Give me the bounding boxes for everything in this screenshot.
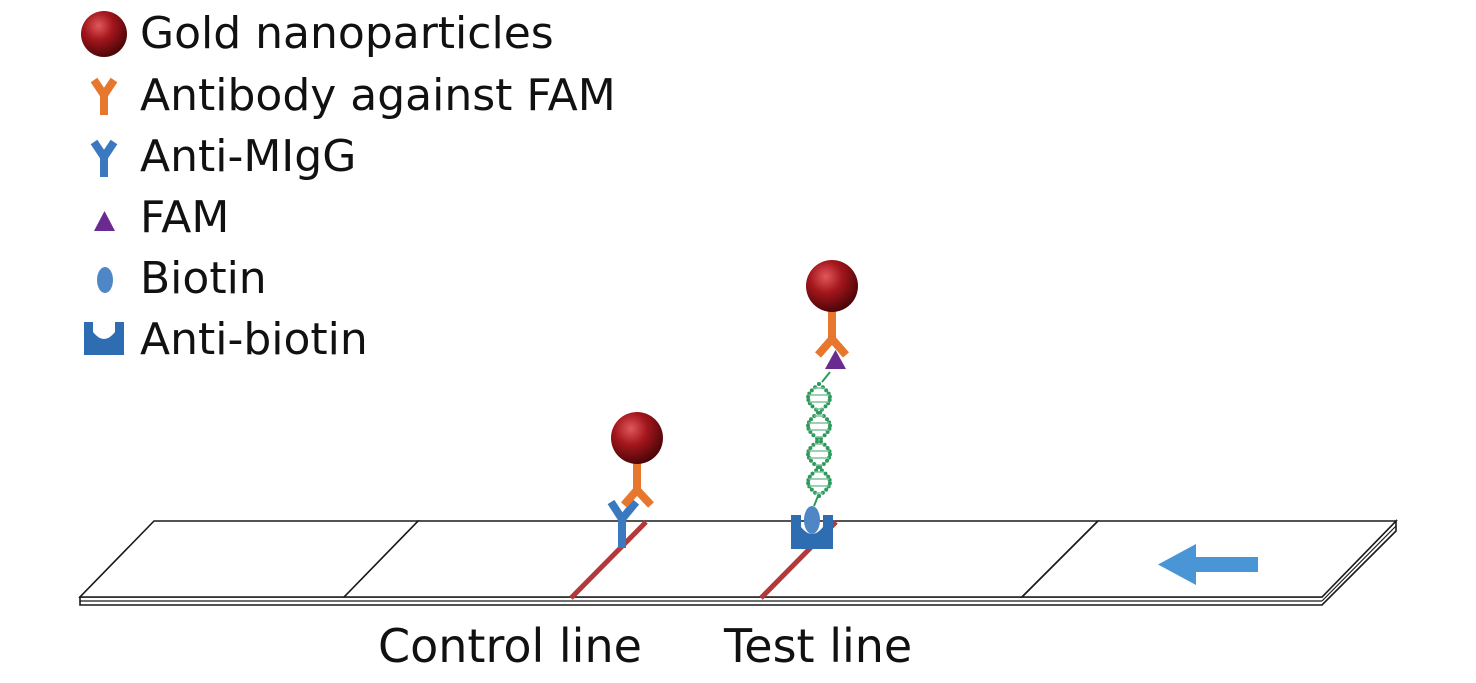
legend-label-biotin: Biotin: [140, 253, 267, 304]
legend-label-gold: Gold nanoparticles: [140, 8, 554, 59]
anti-biotin-bound-icon: [791, 515, 833, 549]
legend-label-anti-biotin: Anti-biotin: [140, 314, 368, 365]
antibody-fam-test-icon: [814, 306, 850, 358]
anti-biotin-icon: [84, 322, 124, 355]
anti-migg-icon: [90, 139, 118, 177]
control-line-label: Control line: [378, 619, 642, 673]
dna-amplicon-icon: [806, 382, 832, 498]
flow-direction-arrow-icon: [1158, 544, 1258, 585]
anti-migg-antibody-icon: [607, 499, 640, 548]
legend: Gold nanoparticles Antibody against FAM …: [81, 8, 616, 365]
nitrocellulose-membrane: [342, 520, 1100, 598]
biotin-bound-icon: [804, 506, 820, 534]
legend-label-fam: FAM: [140, 192, 229, 243]
control-line-stripe: [569, 520, 648, 600]
antibody-fam-icon: [90, 77, 118, 115]
control-line-complex: [607, 412, 663, 548]
antibody-fam-bound-icon: [620, 458, 654, 508]
legend-label-anti-migg: Anti-MIgG: [140, 131, 356, 182]
test-line-complex: [791, 260, 858, 549]
absorbent-pad: [78, 520, 420, 598]
fam-bound-icon: [825, 350, 846, 369]
gold-nanoparticle-icon: [81, 11, 127, 57]
biotin-icon: [97, 267, 113, 293]
gold-nanoparticle-test-icon: [806, 260, 858, 312]
fam-triangle-icon: [94, 211, 115, 231]
test-line-label: Test line: [723, 619, 912, 673]
gold-nanoparticle-control-icon: [611, 412, 663, 464]
legend-label-antibody-fam: Antibody against FAM: [140, 70, 616, 121]
